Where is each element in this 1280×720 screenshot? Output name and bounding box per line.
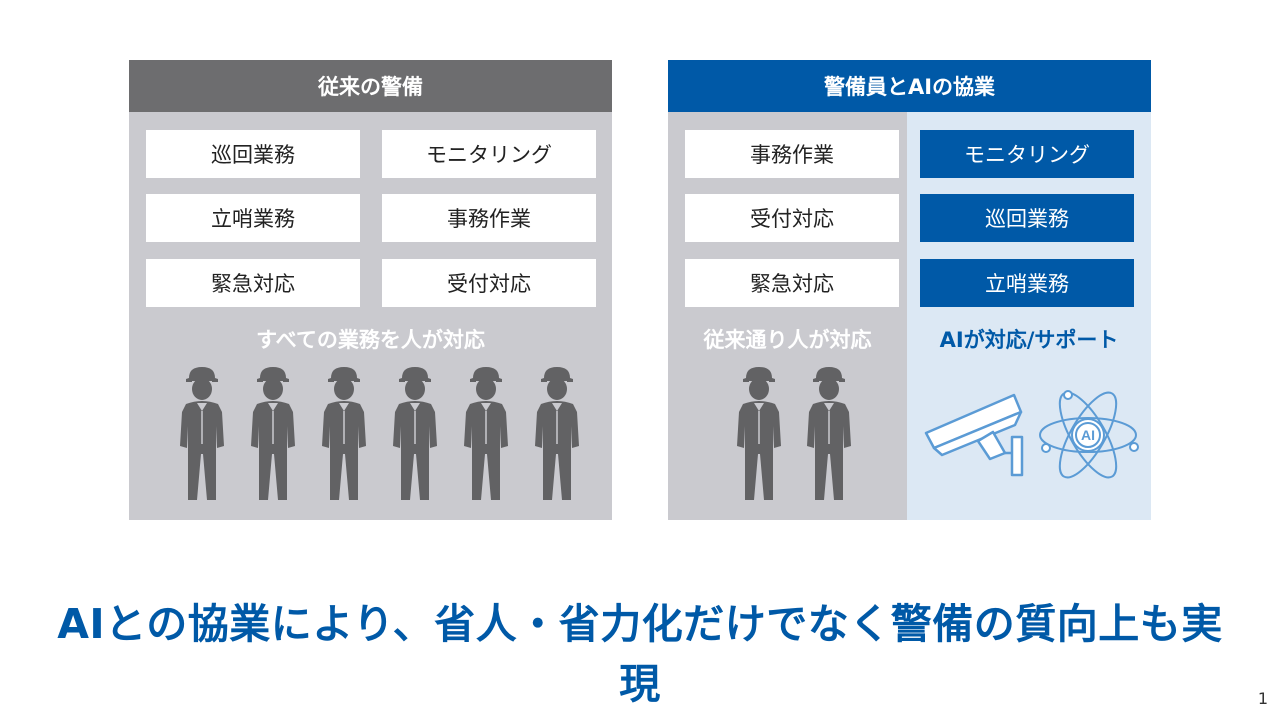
task-box-reception: 受付対応 (382, 259, 596, 307)
page-number: 1 (1257, 689, 1268, 708)
all-tasks-by-humans-caption: すべての業務を人が対応 (256, 328, 485, 352)
traditional-security-panel: 従来の警備 巡回業務 モニタリング 立哨業務 事務作業 緊急対応 受付対応 すべ… (129, 60, 612, 520)
human-task-office-work: 事務作業 (685, 130, 899, 178)
ai-task-standing-guard: 立哨業務 (920, 259, 1134, 307)
security-guard-icon (460, 362, 512, 502)
ai-icon-label: AI (1081, 427, 1095, 443)
security-camera-icon (924, 393, 1024, 477)
security-guard-icon (733, 362, 785, 502)
traditional-security-title: 従来の警備 (129, 60, 612, 112)
task-box-patrol: 巡回業務 (146, 130, 360, 178)
ai-task-monitoring: モニタリング (920, 130, 1134, 178)
task-box-emergency: 緊急対応 (146, 259, 360, 307)
security-guard-icon (247, 362, 299, 502)
ai-caption: AIが対応/サポート (939, 328, 1119, 352)
security-guard-icon (318, 362, 370, 502)
task-box-office-work: 事務作業 (382, 194, 596, 242)
human-caption: 従来通り人が対応 (703, 328, 872, 352)
ai-support-icons: AI (920, 385, 1145, 480)
security-guard-icon (176, 362, 228, 502)
ai-task-patrol: 巡回業務 (920, 194, 1134, 242)
ai-atom-icon (1039, 390, 1139, 479)
human-task-reception: 受付対応 (685, 194, 899, 242)
slogan: AIとの協業により、省人・省力化だけでなく警備の質向上も実現 (57, 600, 1223, 708)
task-box-monitoring: モニタリング (382, 130, 596, 178)
security-guard-icon (389, 362, 441, 502)
security-guard-icon (803, 362, 855, 502)
ai-collaboration-title: 警備員とAIの協業 (668, 60, 1151, 112)
task-box-standing-guard: 立哨業務 (146, 194, 360, 242)
ai-collaboration-panel: 警備員とAIの協業 事務作業 受付対応 緊急対応 モニタリング 巡回業務 立哨業… (668, 60, 1151, 520)
human-task-emergency: 緊急対応 (685, 259, 899, 307)
security-guard-icon (531, 362, 583, 502)
